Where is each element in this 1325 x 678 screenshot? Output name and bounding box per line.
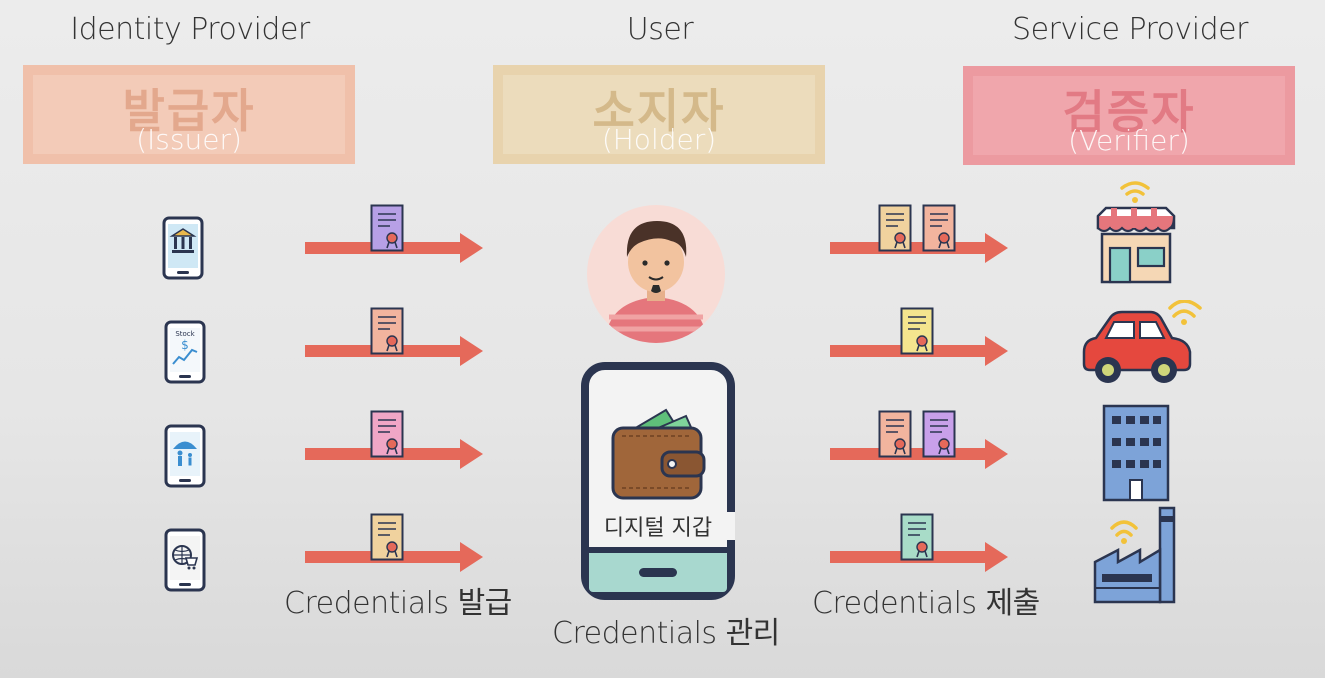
issuer-role-label: 발급자 xyxy=(122,84,256,138)
shopping-app-icon xyxy=(164,528,206,592)
certificate-icon xyxy=(922,204,956,252)
svg-text:$: $ xyxy=(181,338,189,352)
submit-caption: Credentials 제출 xyxy=(812,586,1040,621)
certificate-icon xyxy=(900,307,934,355)
submit-arrow xyxy=(830,438,1010,470)
certificate-icon xyxy=(370,204,404,252)
issuer-role-box: 발급자 (Issuer) xyxy=(23,65,355,164)
certificate-icon xyxy=(922,410,956,458)
issuer-role-sub: (Issuer) xyxy=(136,123,242,156)
certificate-icon xyxy=(370,513,404,561)
manage-caption: Credentials 관리 xyxy=(552,616,780,651)
holder-role-box: 소지자 (Holder) xyxy=(493,65,825,164)
user-avatar xyxy=(587,205,725,343)
bank-app-icon xyxy=(162,216,204,280)
wallet-icon xyxy=(610,408,708,504)
issue-caption: Credentials 발급 xyxy=(284,586,512,621)
insurance-app-icon xyxy=(164,424,206,488)
shop-icon xyxy=(1094,176,1178,286)
submit-arrow xyxy=(830,232,1010,264)
car-icon xyxy=(1080,300,1204,390)
holder-role-label: 소지자 xyxy=(592,84,726,138)
factory-icon xyxy=(1092,506,1180,604)
stock-label: Stock xyxy=(175,330,195,338)
building-icon xyxy=(1102,404,1170,502)
stock-app-icon: Stock $ xyxy=(164,320,206,384)
certificate-icon xyxy=(878,204,912,252)
certificate-icon xyxy=(878,410,912,458)
verifier-role-box: 검증자 (Verifier) xyxy=(963,66,1295,165)
certificate-icon xyxy=(370,410,404,458)
verifier-role-label: 검증자 xyxy=(1062,85,1196,139)
wallet-label: 디지털 지갑 xyxy=(603,516,713,541)
verifier-column-title: Service Provider xyxy=(1012,12,1248,47)
issuer-column-title: Identity Provider xyxy=(70,12,310,47)
certificate-icon xyxy=(900,513,934,561)
verifier-role-sub: (Verifier) xyxy=(1068,124,1190,157)
holder-column-title: User xyxy=(626,12,694,47)
holder-role-sub: (Holder) xyxy=(601,123,717,156)
certificate-icon xyxy=(370,307,404,355)
